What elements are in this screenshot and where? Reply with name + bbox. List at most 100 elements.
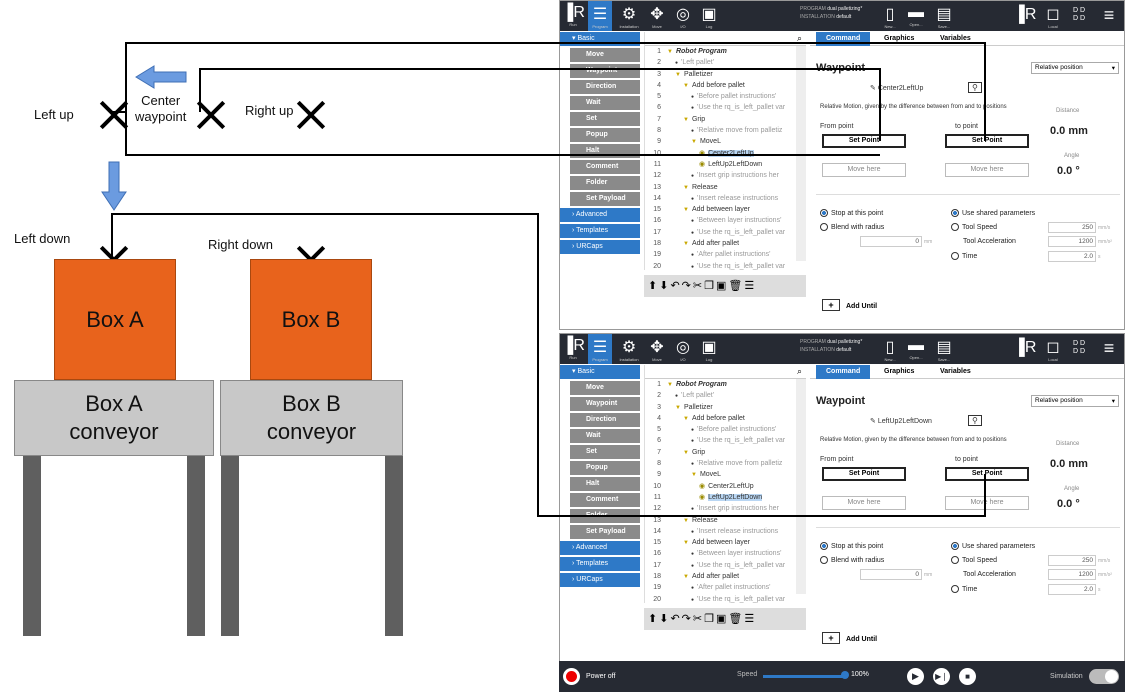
speed-slider-handle[interactable] <box>841 671 849 679</box>
tree-row[interactable]: 15▼Add between layer <box>645 204 806 215</box>
log-tab[interactable]: ▣Log <box>701 6 717 29</box>
move-up-icon[interactable]: ⬆ <box>648 280 660 292</box>
time-input[interactable]: 2.0 <box>1048 584 1096 595</box>
link-icon[interactable]: ⚲ <box>968 82 982 93</box>
delete-icon[interactable]: 🗑 <box>728 613 745 625</box>
add-until-button[interactable]: +Add Until <box>822 299 877 311</box>
sidebar-item-move[interactable]: Move <box>570 48 640 62</box>
tree-row[interactable]: 19●'After pallet instructions' <box>645 582 806 593</box>
sidebar-advanced[interactable]: › Advanced <box>560 208 640 222</box>
stop-at-point-radio[interactable]: Stop at this point <box>820 542 883 550</box>
from-set-point-button[interactable]: Set Point <box>822 467 906 481</box>
use-shared-radio[interactable]: Use shared parameters <box>951 209 1035 217</box>
sidebar-templates[interactable]: › Templates <box>560 557 640 571</box>
tree-scrollbar[interactable] <box>796 46 806 261</box>
tree-row[interactable]: 6●'Use the rq_is_left_pallet var <box>645 102 806 113</box>
search-icon[interactable]: ⌕ <box>796 33 802 43</box>
redo-icon[interactable]: ↷ <box>681 613 693 625</box>
paste-icon[interactable]: ▣ <box>715 613 729 625</box>
sidebar-advanced[interactable]: › Advanced <box>560 541 640 555</box>
to-set-point-button[interactable]: Set Point <box>945 134 1029 148</box>
tree-row[interactable]: 3▼Palletizer <box>645 69 806 80</box>
new-file-icon[interactable]: ▯New... <box>884 339 896 362</box>
tree-row[interactable]: 7▼Grip <box>645 114 806 125</box>
tab-variables[interactable]: Variables <box>940 368 971 375</box>
stop-icon[interactable]: ■ <box>959 668 976 685</box>
from-move-here-button[interactable]: Move here <box>822 496 906 510</box>
tree-row[interactable]: 11◉LeftUp2LeftDown <box>645 159 806 170</box>
sidebar-item-wait[interactable]: Wait <box>570 96 640 110</box>
hamburger-menu-icon[interactable]: ≡ <box>1103 5 1115 25</box>
sidebar-item-direction[interactable]: Direction <box>570 413 640 427</box>
move-down-icon[interactable]: ⬇ <box>659 613 671 625</box>
tab-graphics[interactable]: Graphics <box>884 35 915 42</box>
tree-row[interactable]: 14●'Insert release instructions <box>645 193 806 204</box>
tree-search-bar[interactable]: ⌕ <box>645 32 806 46</box>
power-button[interactable] <box>563 668 580 685</box>
time-radio[interactable]: Time <box>951 585 977 593</box>
sidebar-item-set-payload[interactable]: Set Payload <box>570 525 640 539</box>
tab-command[interactable]: Command <box>816 32 871 46</box>
tree-row[interactable]: 11◉LeftUp2LeftDown <box>645 492 806 503</box>
tree-row[interactable]: 16●'Between layer instructions' <box>645 215 806 226</box>
tree-row[interactable]: 14●'Insert release instructions <box>645 526 806 537</box>
io-tab[interactable]: ◎I/O <box>676 6 690 29</box>
stop-at-point-radio[interactable]: Stop at this point <box>820 209 883 217</box>
tree-row[interactable]: 17●'Use the rq_is_left_pallet var <box>645 227 806 238</box>
sidebar-item-folder[interactable]: Folder <box>570 176 640 190</box>
save-icon[interactable]: ▤Save... <box>936 6 952 29</box>
open-folder-icon[interactable]: ▬Open... <box>908 4 924 27</box>
tree-row[interactable]: 6●'Use the rq_is_left_pallet var <box>645 435 806 446</box>
tree-row[interactable]: 5●'Before pallet instructions' <box>645 424 806 435</box>
tree-row[interactable]: 18▼Add after pallet <box>645 238 806 249</box>
sidebar-item-halt[interactable]: Halt <box>570 144 640 158</box>
installation-tab[interactable]: ⚙Installation <box>619 6 639 29</box>
relative-position-select[interactable]: Relative position▾ <box>1031 395 1119 407</box>
play-icon[interactable]: ▶ <box>907 668 924 685</box>
local-mode-icon[interactable]: ◻Local <box>1046 6 1060 29</box>
sidebar-item-popup[interactable]: Popup <box>570 461 640 475</box>
waypoint-name-field[interactable]: ✎ LeftUp2LeftDown <box>870 418 932 425</box>
from-move-here-button[interactable]: Move here <box>822 163 906 177</box>
tree-row[interactable]: 17●'Use the rq_is_left_pallet var <box>645 560 806 571</box>
installation-tab[interactable]: ⚙Installation <box>619 339 639 362</box>
time-input[interactable]: 2.0 <box>1048 251 1096 262</box>
tree-row[interactable]: 1▼Robot Program <box>645 379 806 390</box>
tree-row[interactable]: 18▼Add after pallet <box>645 571 806 582</box>
sidebar-urcaps[interactable]: › URCaps <box>560 240 640 254</box>
use-shared-radio[interactable]: Use shared parameters <box>951 542 1035 550</box>
tree-row[interactable]: 2●'Left pallet' <box>645 390 806 401</box>
relative-position-select[interactable]: Relative position▾ <box>1031 62 1119 74</box>
tab-command[interactable]: Command <box>816 365 871 379</box>
blend-radius-input[interactable]: 0 <box>860 569 922 580</box>
from-set-point-button[interactable]: Set Point <box>822 134 906 148</box>
tree-row[interactable]: 2●'Left pallet' <box>645 57 806 68</box>
move-up-icon[interactable]: ⬆ <box>648 613 660 625</box>
hamburger-menu-icon[interactable]: ≡ <box>1103 338 1115 358</box>
tool-speed-input[interactable]: 250 <box>1048 222 1096 233</box>
sidebar-basic-header[interactable]: ▾ Basic <box>560 365 640 379</box>
to-move-here-button[interactable]: Move here <box>945 496 1029 510</box>
sidebar-basic-header[interactable]: ▾ Basic <box>560 32 640 46</box>
tool-speed-input[interactable]: 250 <box>1048 555 1096 566</box>
sidebar-templates[interactable]: › Templates <box>560 224 640 238</box>
waypoint-name-field[interactable]: ✎ Center2LeftUp <box>870 85 924 92</box>
tool-acceleration-input[interactable]: 1200 <box>1048 236 1096 247</box>
suppress-icon[interactable]: ☰ <box>744 613 757 625</box>
cut-icon[interactable]: ✂ <box>692 613 705 625</box>
sidebar-urcaps[interactable]: › URCaps <box>560 573 640 587</box>
move-down-icon[interactable]: ⬇ <box>659 280 671 292</box>
tree-row[interactable]: 12●'Insert grip instructions her <box>645 503 806 514</box>
add-until-button[interactable]: +Add Until <box>822 632 877 644</box>
tree-row[interactable]: 7▼Grip <box>645 447 806 458</box>
tree-row[interactable]: 9▼MoveL <box>645 136 806 147</box>
sidebar-item-set[interactable]: Set <box>570 112 640 126</box>
sidebar-item-wait[interactable]: Wait <box>570 429 640 443</box>
redo-icon[interactable]: ↷ <box>681 280 693 292</box>
tree-row[interactable]: 12●'Insert grip instructions her <box>645 170 806 181</box>
tree-row[interactable]: 9▼MoveL <box>645 469 806 480</box>
sidebar-item-waypoint[interactable]: Waypoint <box>570 397 640 411</box>
blend-radius-input[interactable]: 0 <box>860 236 922 247</box>
io-tab[interactable]: ◎I/O <box>676 339 690 362</box>
